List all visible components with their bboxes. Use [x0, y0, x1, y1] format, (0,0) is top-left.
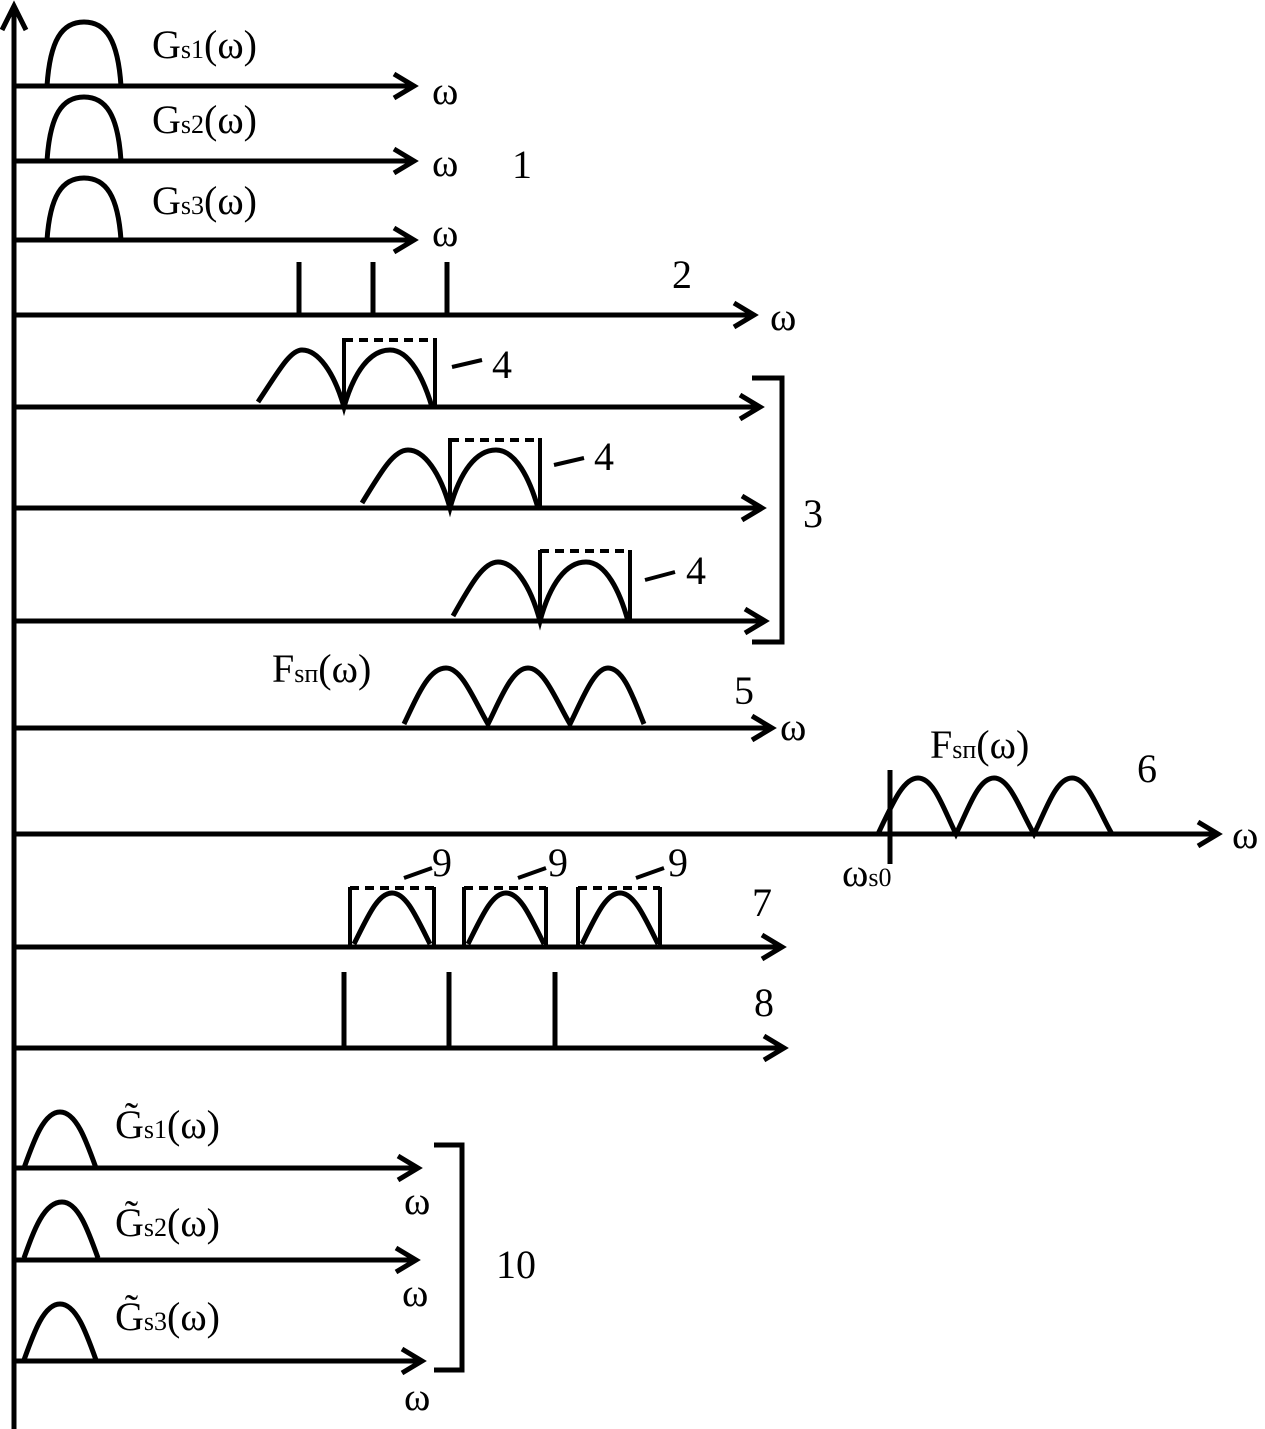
g-tilde-letter: G̃: [115, 1102, 144, 1147]
arrowhead-icon: [732, 300, 759, 330]
row-modulated-b: 4: [14, 434, 767, 523]
label-8: 8: [754, 980, 774, 1025]
row-recovered-3: G̃s3(ω) ω: [14, 1294, 430, 1419]
row-group-spectrum-5: Fsп(ω) 5 ω: [14, 646, 806, 749]
omega-label: ω: [780, 704, 806, 749]
omega-s0: ω: [842, 850, 868, 895]
arrowhead-icon: [400, 1346, 427, 1376]
label-1: 1: [512, 142, 532, 187]
label-6: 6: [1137, 746, 1157, 791]
label-3: 3: [803, 491, 823, 536]
svg-text:ωs0: ωs0: [842, 850, 891, 895]
row-modulated-a: 4: [14, 338, 765, 422]
fsn-letter: F: [272, 646, 294, 691]
arrowhead-icon: [396, 1153, 423, 1183]
arrowhead-icon: [392, 71, 419, 101]
arrowhead-icon: [760, 932, 787, 962]
row-gs1: Gs1(ω) ω: [14, 19, 458, 113]
row-filtered-7: 9 9 9 7: [14, 840, 787, 962]
omega-label: ω: [770, 294, 796, 339]
svg-text:Gs3(ω): Gs3(ω): [152, 178, 257, 223]
row-gs2: Gs2(ω) ω: [14, 94, 458, 185]
label-4: 4: [686, 548, 706, 593]
svg-text:Gs2(ω): Gs2(ω): [152, 97, 257, 142]
label-9: 9: [432, 840, 452, 885]
arrowhead-icon: [392, 225, 419, 255]
svg-text:Fsп(ω): Fsп(ω): [930, 722, 1029, 767]
arrowhead-icon: [750, 713, 777, 743]
svg-text:G̃s3(ω): G̃s3(ω): [115, 1294, 220, 1339]
label-4: 4: [492, 342, 512, 387]
omega-label: ω: [404, 1178, 430, 1223]
omega-label: ω: [432, 68, 458, 113]
arrowhead-icon: [743, 606, 770, 636]
bracket-3: 3: [752, 375, 823, 645]
label-10: 10: [496, 1242, 536, 1287]
row-carriers-2: 2 ω: [14, 252, 796, 339]
label-7: 7: [752, 880, 772, 925]
arrowhead-icon: [740, 493, 767, 523]
arrowhead-icon: [392, 146, 419, 176]
label-9: 9: [668, 840, 688, 885]
row-modulated-c: 4: [14, 548, 770, 636]
label-2: 2: [672, 252, 692, 297]
omega-label: ω: [402, 1270, 428, 1315]
omega-label: ω: [432, 140, 458, 185]
row-gs3: Gs3(ω) ω: [14, 175, 458, 255]
label-5: 5: [734, 668, 754, 713]
omega-label: ω: [404, 1374, 430, 1419]
row-carriers-8: 8: [14, 972, 789, 1063]
arrowhead-icon: [1196, 819, 1223, 849]
arrowhead-icon: [738, 392, 765, 422]
arrowhead-icon: [762, 1033, 789, 1063]
row-recovered-1: G̃s1(ω) ω: [14, 1102, 430, 1223]
arrowhead-icon: [0, 0, 29, 32]
row-shifted-spectrum-6: Fsп(ω) 6 ω ωs0: [14, 722, 1258, 895]
svg-text:G̃s2(ω): G̃s2(ω): [115, 1200, 220, 1245]
omega-label: ω: [432, 210, 458, 255]
svg-text:Fsп(ω): Fsп(ω): [272, 646, 371, 691]
bracket-10: 10: [434, 1142, 536, 1373]
omega-label: ω: [1232, 812, 1258, 857]
svg-text:Gs1(ω): Gs1(ω): [152, 22, 257, 67]
gs1-subscript: s1: [181, 35, 204, 64]
gs1-arg: (ω): [204, 22, 257, 67]
vertical-axis: [0, 0, 29, 1429]
gs1-letter: G: [152, 22, 181, 67]
row-recovered-2: G̃s2(ω) ω: [14, 1199, 428, 1315]
arrowhead-icon: [394, 1245, 421, 1275]
svg-text:G̃s1(ω): G̃s1(ω): [115, 1102, 220, 1147]
label-4: 4: [594, 434, 614, 479]
label-9: 9: [548, 840, 568, 885]
